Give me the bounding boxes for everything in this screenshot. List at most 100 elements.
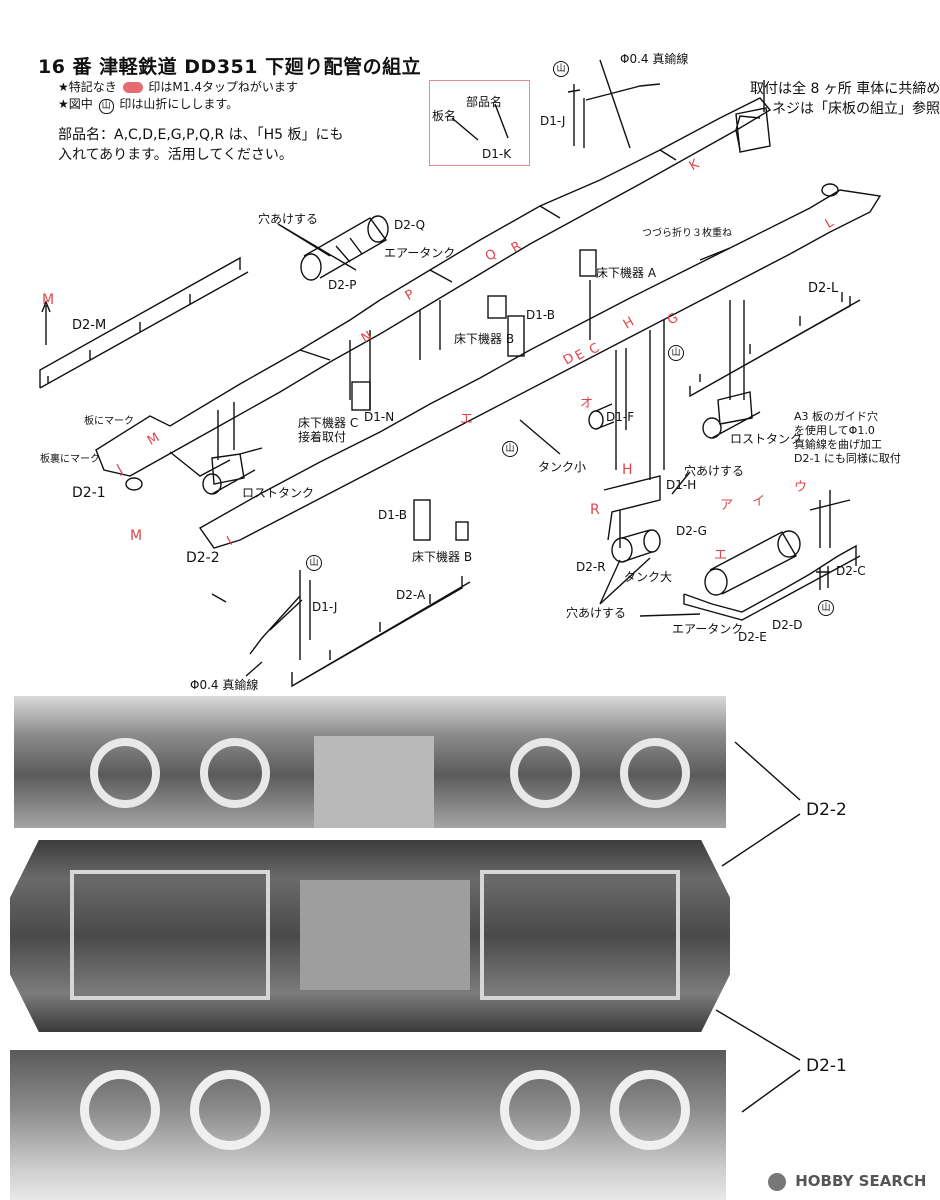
label-d2-p: D2-P (328, 278, 357, 292)
mount-hole-upper-right (821, 183, 839, 197)
underfloor-b-box-lower (455, 521, 469, 541)
label-large-tank: タンク大 (624, 570, 673, 584)
red-mark-u-kana: ウ (794, 480, 808, 495)
label-d2-r: D2-R (576, 560, 606, 574)
red-mark-i-kana: イ (752, 494, 766, 509)
d1-b-upper-part (507, 315, 525, 357)
photo-label-d2-2: D2-2 (806, 800, 847, 820)
label-zigzag-fold: つづら折り３枚重ね (642, 228, 732, 239)
label-drill-hole-2: 穴あけする (684, 464, 745, 478)
legend-arrow-part (494, 103, 509, 139)
label-d1-n: D1-N (364, 410, 395, 424)
mount-hole-lower-left (125, 477, 143, 491)
center-plate (300, 880, 470, 990)
label-d1-b-bottom: D1-B (378, 508, 408, 522)
legend-part-name: 部品名 (466, 95, 503, 109)
wheel-icon (510, 738, 580, 808)
lost-tank-left (202, 447, 263, 495)
label-d1-j-bottom: D1-J (312, 600, 338, 614)
label-guide-note-3: 真鍮線を曲げ加工 (794, 438, 882, 451)
rail-d2-a (291, 576, 471, 688)
truck-right (480, 870, 680, 1000)
label-m-top: M (42, 292, 55, 308)
label-d2-a: D2-A (396, 588, 426, 602)
red-dot-icon (122, 82, 143, 93)
label-air-tank-2: エアータンク (672, 622, 744, 636)
wheel-icon (190, 1070, 270, 1150)
wheel-icon (620, 738, 690, 808)
underfloor-b-box-upper (487, 295, 507, 319)
legend-box: 板名 部品名 D1-K (429, 80, 530, 166)
label-d2-m: D2-M (72, 318, 107, 333)
label-mark-on-back: 板裏にマーク (40, 454, 100, 465)
lower-frame-plate (198, 189, 882, 549)
mountain-fold-icon: 山 (668, 345, 684, 361)
label-brass-wire-top: Φ0.4 真鍮線 (620, 52, 689, 66)
label-lost-tank-2: ロストタンク (730, 432, 803, 446)
red-mark-e-kana-2: エ (714, 548, 728, 563)
mount-bracket-upper (735, 107, 771, 153)
note-fold-suffix: 印は山折にしします。 (119, 97, 239, 111)
rail-d2-m (39, 256, 249, 389)
label-guide-note-2: を使用してΦ1.0 (794, 424, 875, 437)
label-r-mark: R (590, 502, 600, 518)
legend-example: D1-K (482, 147, 512, 161)
note-fold: ★図中 山 印は山折にしします。 (58, 95, 238, 114)
label-brass-wire-bottom: Φ0.4 真鍮線 (190, 678, 259, 692)
label-drill-hole-3: 穴あけする (566, 606, 627, 620)
label-guide-note-4: D2-1 にも同様に取付 (794, 452, 901, 465)
label-d2-q: D2-Q (394, 218, 426, 232)
parts-note-line2: 入れてあります。活用してください。 (58, 147, 293, 163)
hobby-search-watermark: HOBBY SEARCH (768, 1172, 926, 1191)
part-d1-j-lower (249, 570, 311, 660)
note-fold-prefix: ★図中 (58, 97, 93, 111)
label-small-tank: タンク小 (538, 460, 587, 474)
wheel-icon (200, 738, 270, 808)
mountain-fold-icon: 山 (818, 600, 834, 616)
note-tap: ★特記なき 印はM1.4タップねがいます (58, 78, 298, 95)
photo-underside-middle (10, 840, 730, 1032)
page-title: 16 番 津軽鉄道 DD351 下廻り配管の組立 (38, 56, 422, 78)
label-underfloor-a: 床下機器 A (596, 266, 657, 280)
label-d1-h: D1-H (666, 478, 697, 492)
part-d1-j-upper (567, 83, 661, 148)
truck-left (70, 870, 270, 1000)
watermark-text: HOBBY SEARCH (795, 1172, 927, 1190)
mountain-fold-icon: 山 (502, 441, 518, 457)
tank-large (611, 529, 661, 563)
label-d2-c: D2-C (836, 564, 866, 578)
label-glue-mount: 接着取付 (298, 430, 347, 444)
label-mark-on-plate: 板にマーク (84, 416, 134, 427)
wheel-icon (500, 1070, 580, 1150)
center-frame (314, 736, 434, 828)
label-d1-j-top: D1-J (540, 114, 566, 128)
photo-label-d2-1: D2-1 (806, 1056, 847, 1076)
red-mark-o-kana: オ (580, 396, 594, 411)
label-d1-f: D1-F (606, 410, 635, 424)
mountain-fold-icon: 山 (553, 61, 569, 77)
label-d2-d: D2-D (772, 618, 803, 632)
label-d2-1: D2-1 (72, 485, 106, 501)
arrow-d2-1-bot (741, 1069, 801, 1113)
label-underfloor-b-1: 床下機器 B (454, 332, 515, 346)
label-underfloor-c: 床下機器 C (298, 416, 359, 430)
label-guide-note-1: A3 板のガイド穴 (794, 410, 879, 423)
label-drill-hole-1: 穴あけする (258, 212, 319, 226)
label-d1-b-top: D1-B (526, 308, 556, 322)
tank-small (588, 403, 615, 430)
label-d2-g: D2-G (676, 524, 707, 538)
label-m-bottom: M (130, 528, 143, 544)
lost-tank-right (702, 391, 761, 439)
label-d2-2: D2-2 (186, 550, 220, 566)
red-mark-a-kana: ア (720, 498, 734, 513)
arrow-d2-2-mid (721, 813, 801, 867)
arrow-d2-1-mid (715, 1009, 801, 1061)
mount-note-line2: ネジは「床板の組立」参照 (772, 101, 940, 117)
label-d2-e: D2-E (738, 630, 767, 644)
exploded-assembly-diagram (39, 59, 882, 1113)
photo-underside-bottom (10, 1050, 726, 1200)
part-d2-c (816, 566, 830, 590)
legend-plate-name: 板名 (432, 109, 457, 123)
photo-underside-top (14, 696, 726, 828)
red-mark-e-kana: エ (460, 412, 474, 427)
